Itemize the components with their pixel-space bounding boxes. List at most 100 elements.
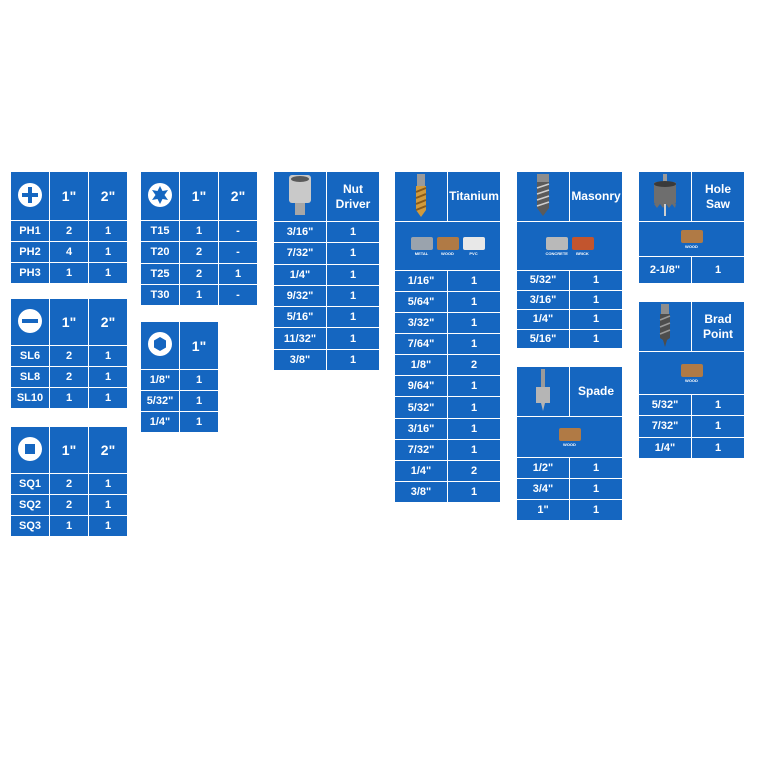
phillips-size: PH1 bbox=[10, 220, 50, 242]
brad-point-table: Brad Point WOOD 5/32"1 7/32"1 1/4"1 bbox=[638, 301, 745, 460]
torx-qty: 2 bbox=[179, 241, 219, 264]
hex-qty: 1 bbox=[179, 369, 219, 391]
concrete-swatch bbox=[545, 236, 568, 250]
material-label: BRICK bbox=[576, 250, 589, 256]
titanium-size: 1/4" bbox=[394, 459, 448, 482]
wood-swatch bbox=[558, 427, 581, 441]
hex-qty: 1 bbox=[179, 390, 219, 412]
titanium-size: 1/16" bbox=[394, 269, 448, 293]
nut-driver-table: Nut Driver 3/16"1 7/32"1 1/4"1 9/32"1 5/… bbox=[273, 171, 380, 372]
hex-qty: 1 bbox=[179, 411, 219, 433]
drill-bits-heading: Drill Bits bbox=[393, 140, 484, 165]
square-header-1: 1" bbox=[49, 426, 89, 474]
titanium-qty: 2 bbox=[447, 354, 501, 377]
phillips-qty: 4 bbox=[49, 241, 89, 263]
nut-driver-qty: 1 bbox=[326, 242, 380, 265]
torx-size: T25 bbox=[140, 262, 180, 285]
material-pvc: PVC bbox=[462, 236, 485, 256]
nut-driver-panel: Nut Driver 3/16"1 7/32"1 1/4"1 9/32"1 5/… bbox=[272, 170, 381, 372]
titanium-qty: 1 bbox=[447, 312, 501, 335]
nut-driver-title: Nut Driver bbox=[326, 171, 380, 222]
torx-qty: 1 bbox=[218, 262, 258, 285]
hex-size: 5/32" bbox=[140, 390, 180, 412]
spade-panel: Spade WOOD 1/2"1 3/4"1 1"1 bbox=[515, 365, 624, 522]
masonry-qty: 1 bbox=[569, 328, 623, 349]
brad-point-size: 5/32" bbox=[638, 393, 692, 417]
brad-point-qty: 1 bbox=[691, 415, 745, 438]
titanium-qty: 2 bbox=[447, 459, 501, 482]
torx-qty: 2 bbox=[179, 262, 219, 285]
slotted-size: SL8 bbox=[10, 366, 50, 388]
pvc-swatch bbox=[462, 236, 485, 250]
titanium-size: 5/64" bbox=[394, 291, 448, 314]
material-label: METAL bbox=[414, 250, 429, 256]
nut-driver-size: 5/16" bbox=[273, 306, 327, 329]
square-header-2: 2" bbox=[88, 426, 128, 474]
material-concrete: CONCRETE bbox=[545, 236, 568, 256]
nut-driver-qty: 1 bbox=[326, 327, 380, 350]
brad-point-icon bbox=[638, 301, 692, 352]
titanium-qty: 1 bbox=[447, 269, 501, 293]
metal-swatch bbox=[410, 236, 433, 250]
slotted-size: SL10 bbox=[10, 387, 50, 409]
slotted-header-2: 2" bbox=[88, 298, 128, 346]
titanium-size: 7/32" bbox=[394, 438, 448, 461]
material-label: WOOD bbox=[685, 243, 698, 249]
square-qty: 2 bbox=[49, 473, 89, 495]
titanium-qty: 1 bbox=[447, 438, 501, 461]
nut-driver-qty: 1 bbox=[326, 220, 380, 244]
titanium-size: 7/64" bbox=[394, 333, 448, 356]
torx-icon bbox=[140, 171, 180, 221]
material-wood: WOOD bbox=[680, 363, 703, 383]
slotted-header-1: 1" bbox=[49, 298, 89, 346]
hex-size: 1/8" bbox=[140, 369, 180, 391]
nut-driver-qty: 1 bbox=[326, 348, 380, 372]
slotted-qty: 2 bbox=[49, 366, 89, 388]
nut-driver-size: 3/8" bbox=[273, 348, 327, 372]
material-brick: BRICK bbox=[571, 236, 594, 256]
square-qty: 1 bbox=[88, 515, 128, 537]
masonry-size: 1/4" bbox=[516, 309, 570, 330]
square-qty: 1 bbox=[88, 494, 128, 516]
material-wood: WOOD bbox=[558, 427, 581, 447]
legend-item: Bit Storage Case bbox=[140, 507, 216, 518]
hex-table: 1" 1/8"1 5/32"1 1/4"1 bbox=[140, 321, 219, 433]
legend-item: Bit Holder bbox=[140, 471, 184, 482]
hole-saw-qty: 1 bbox=[691, 256, 745, 284]
masonry-size: 5/32" bbox=[516, 270, 570, 291]
spade-title: Spade bbox=[569, 366, 623, 417]
titanium-size: 3/16" bbox=[394, 417, 448, 440]
titanium-qty: 1 bbox=[447, 291, 501, 314]
slotted-qty: 1 bbox=[49, 387, 89, 409]
square-qty: 1 bbox=[88, 473, 128, 495]
nut-driver-qty: 1 bbox=[326, 306, 380, 329]
nut-driver-qty: 1 bbox=[326, 263, 380, 286]
phillips-qty: 1 bbox=[49, 262, 89, 284]
spade-table: Spade WOOD 1/2"1 3/4"1 1"1 bbox=[516, 366, 623, 521]
titanium-size: 3/8" bbox=[394, 480, 448, 504]
masonry-materials: CONCRETE BRICK bbox=[516, 221, 623, 271]
titanium-size: 9/64" bbox=[394, 375, 448, 398]
spade-bit-icon bbox=[516, 366, 570, 417]
hole-saw-icon bbox=[638, 171, 692, 222]
nut-driver-size: 3/16" bbox=[273, 220, 327, 244]
masonry-qty: 1 bbox=[569, 289, 623, 310]
brad-point-panel: Brad Point WOOD 5/32"1 7/32"1 1/4"1 bbox=[637, 300, 746, 460]
hex-header-1: 1" bbox=[179, 321, 219, 370]
masonry-qty: 1 bbox=[569, 309, 623, 330]
torx-size: T15 bbox=[140, 219, 180, 243]
torx-size: T30 bbox=[140, 283, 180, 307]
hex-icon bbox=[140, 321, 180, 370]
titanium-size: 1/8" bbox=[394, 354, 448, 377]
material-wood: WOOD bbox=[436, 236, 459, 256]
spade-size: 1" bbox=[516, 499, 570, 521]
square-size: SQ1 bbox=[10, 473, 50, 495]
phillips-header-1: 1" bbox=[49, 171, 89, 221]
brad-point-size: 7/32" bbox=[638, 415, 692, 438]
